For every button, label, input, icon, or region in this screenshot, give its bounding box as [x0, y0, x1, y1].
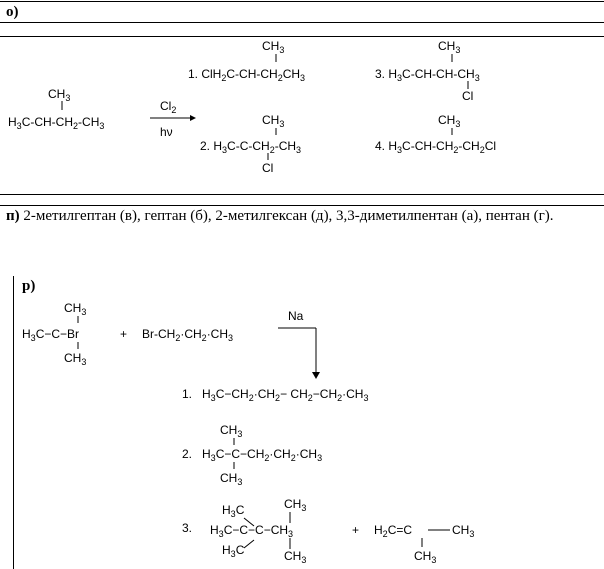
svg-text:CH3: CH3 — [284, 497, 306, 513]
reaction-r-scheme: CH3 H3C−C−Br CH3 + Br-CH2·CH2·CH3 Na 1. … — [22, 301, 474, 565]
svg-text:4. H3C-CH-CH2-CH2Cl: 4. H3C-CH-CH2-CH2Cl — [375, 139, 496, 155]
svg-text:CH3: CH3 — [438, 39, 460, 55]
svg-text:H3C−CH2·CH2− CH2−CH2·CH3: H3C−CH2·CH2− CH2−CH2·CH3 — [202, 387, 368, 403]
section-o-label: о) — [6, 4, 19, 20]
svg-text:hν: hν — [160, 125, 173, 139]
section-p-text: 2-метилгептан (в), гептан (б), 2-метилге… — [23, 208, 554, 224]
reaction-arrow: Cl2 hν — [150, 99, 196, 139]
svg-text:Cl: Cl — [462, 89, 473, 103]
svg-text:H3C: H3C — [222, 503, 245, 519]
svg-text:CH3: CH3 — [220, 471, 242, 487]
svg-text:H3C-CH-CH2-CH3: H3C-CH-CH2-CH3 — [8, 115, 104, 131]
svg-text:CH3: CH3 — [438, 113, 460, 129]
reaction-o-scheme: CH3 H3C-CH-CH2-CH3 Cl2 hν CH3 1. ClH2C-C… — [8, 39, 496, 175]
top-border — [0, 1, 604, 2]
svg-text:CH3: CH3 — [284, 549, 306, 565]
svg-text:CH3: CH3 — [48, 87, 70, 103]
svg-text:CH3: CH3 — [414, 549, 436, 565]
svg-text:2.: 2. — [182, 447, 192, 461]
svg-text:CH3: CH3 — [64, 351, 86, 367]
svg-text:CH3: CH3 — [452, 523, 474, 539]
section-p-paragraph: п) 2-метилгептан (в), гептан (б), 2-мети… — [6, 207, 602, 226]
reactant-tert-butyl-bromide: CH3 H3C−C−Br CH3 — [22, 301, 86, 367]
section-o-header-rule — [0, 22, 604, 23]
svg-text:Na: Na — [288, 309, 304, 323]
section-r-label: р) — [22, 278, 36, 294]
svg-text:Br-CH2·CH2·CH3: Br-CH2·CH2·CH3 — [142, 327, 233, 343]
svg-text:CH3: CH3 — [262, 113, 284, 129]
reactant-2-methylbutane: CH3 H3C-CH-CH2-CH3 — [8, 87, 104, 131]
reactant-1-bromopropane: Br-CH2·CH2·CH3 — [142, 327, 233, 343]
svg-text:CH3: CH3 — [64, 301, 86, 317]
product-2: CH3 2. H3C-C-CH2-CH3 Cl — [200, 113, 301, 175]
svg-text:1. ClH2C-CH-CH2CH3: 1. ClH2C-CH-CH2CH3 — [188, 67, 305, 83]
section-o-box-top — [0, 36, 604, 37]
svg-text:Cl2: Cl2 — [160, 99, 176, 115]
svg-text:CH3: CH3 — [220, 423, 242, 439]
product-r-3: H3C CH3 3. H3C−C−C−CH3 H3C CH3 + H2C=C C… — [182, 497, 474, 565]
svg-text:Cl: Cl — [262, 161, 273, 175]
section-p-rule-top — [0, 205, 604, 206]
product-r-2: CH3 2. H3C−C−CH2·CH2·CH3 CH3 — [182, 423, 322, 487]
svg-text:H3C−C−C−CH3: H3C−C−C−CH3 — [210, 523, 293, 539]
svg-text:CH3: CH3 — [262, 39, 284, 55]
product-4: CH3 4. H3C-CH-CH2-CH2Cl — [375, 113, 496, 155]
product-3: CH3 3. H3C-CH-CH-CH3 Cl — [375, 39, 480, 103]
svg-text:H2C=C: H2C=C — [374, 523, 412, 539]
plus-sign-1: + — [120, 327, 127, 341]
svg-text:H3C−C−CH2·CH2·CH3: H3C−C−CH2·CH2·CH3 — [202, 447, 322, 463]
svg-text:2. H3C-C-CH2-CH3: 2. H3C-C-CH2-CH3 — [200, 139, 301, 155]
svg-text:1.: 1. — [182, 387, 192, 401]
svg-text:H3C−C−Br: H3C−C−Br — [22, 327, 79, 343]
product-1: CH3 1. ClH2C-CH-CH2CH3 — [188, 39, 305, 83]
svg-text:3.: 3. — [182, 521, 192, 535]
product-r-1: 1. H3C−CH2·CH2− CH2−CH2·CH3 — [182, 387, 368, 403]
section-p-label: п) — [6, 208, 20, 224]
reaction-r-arrow: Na — [278, 309, 320, 379]
svg-text:H3C: H3C — [222, 543, 245, 559]
section-o-box-bottom — [0, 194, 604, 195]
svg-text:3. H3C-CH-CH-CH3: 3. H3C-CH-CH-CH3 — [375, 67, 480, 83]
section-r-left-border — [13, 276, 14, 569]
plus-sign-2: + — [352, 523, 359, 537]
